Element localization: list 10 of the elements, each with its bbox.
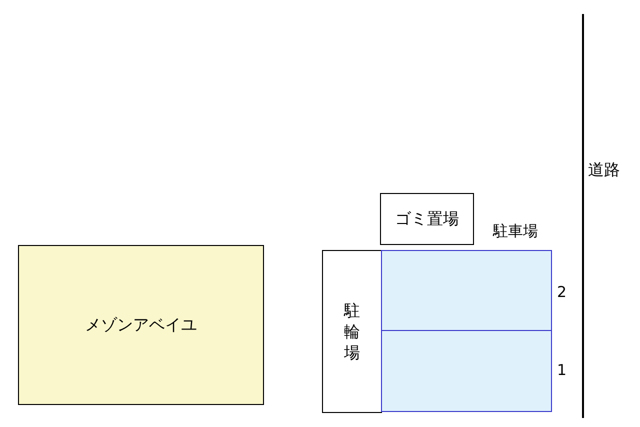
space-number: 1 [557,361,567,379]
building-outline [18,245,264,405]
area-heading: 駐車場 [493,222,538,241]
garbage-area [380,193,474,245]
area-label: 駐輪場 [344,300,360,363]
bicycle-parking-area [322,250,382,413]
road-label: 道路 [588,160,620,181]
space-number: 2 [557,283,567,301]
area-label: ゴミ置場 [395,208,459,230]
area-label: メゾンアベイユ [85,314,197,336]
